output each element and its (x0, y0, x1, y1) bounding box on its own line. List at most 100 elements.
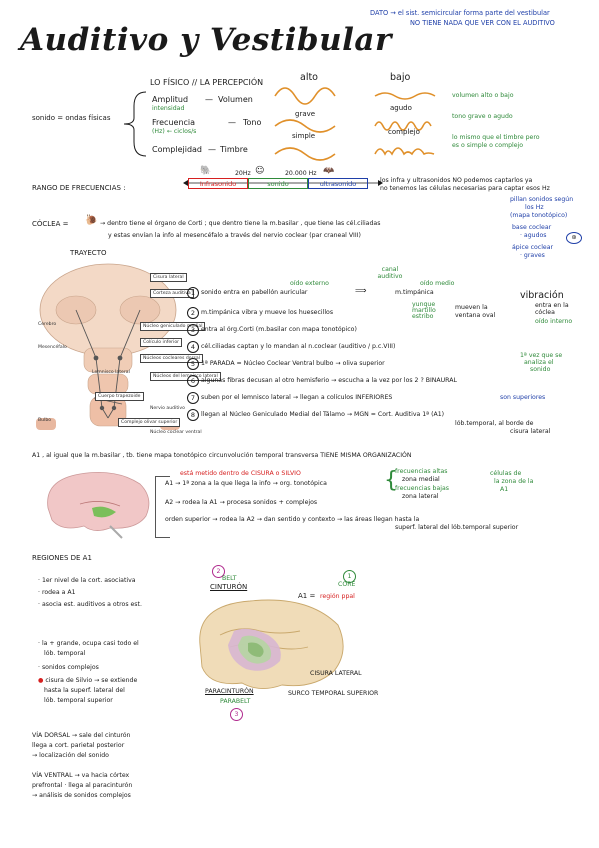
diag-nucleos-lemnisco: Núcleos del lemnisco lateral (150, 372, 221, 381)
snail-icon: 🐌 (85, 215, 98, 226)
brain-regions-diagram (199, 599, 344, 689)
wave-simple (274, 147, 336, 161)
box-ultrasonido: ultrasonido (308, 178, 368, 189)
row-frecuencia: Frecuencia (152, 118, 196, 127)
wave-agudo (374, 121, 432, 131)
orden-line: orden superior → rodea la A2 → dan senti… (165, 516, 420, 523)
rango-label: RANGO DE FRECUENCIAS : (32, 184, 126, 192)
sonido-ondas: sonido = ondas físicas (32, 114, 111, 122)
wave-alto (274, 87, 336, 105)
paracinturon-label: PARACINTURÓN (205, 688, 254, 695)
freq-altas-sub: zona medial (402, 476, 440, 483)
a2-line: A2 → rodea la A1 → procesa sonidos + com… (165, 499, 318, 506)
reg-list-2: · asocia est. auditivos a otros est. (38, 601, 142, 608)
coclea-side-6: · graves (520, 252, 545, 259)
vez-1: 1ª vez que se (520, 352, 563, 359)
belt-label: BELT (222, 575, 237, 582)
note-timbre-2: es o simple o complejo (452, 142, 524, 149)
reg2-3: ● cisura de Silvio → se extiende (38, 677, 137, 684)
a1-bracket (155, 476, 170, 538)
arrow-step-1: ⟹ (355, 286, 367, 295)
coclea-side-4: · agudos (520, 232, 547, 239)
dato-line-2: NO TIENE NADA QUE VER CON EL AUDITIVO (410, 19, 555, 27)
huesecillos: yunque martillo estribo (412, 301, 436, 320)
step-1: sonido entra en pabellón auricular (201, 289, 308, 296)
freq-bajas-sub: zona lateral (402, 493, 439, 500)
diag-mesencefalo: Mesencéfalo (38, 345, 67, 350)
coclea-side-2: (mapa tonotópico) (510, 212, 568, 219)
regiones-label: REGIONES DE A1 (32, 554, 92, 562)
surco-label: SURCO TEMPORAL SUPERIOR (288, 690, 379, 697)
reg2-2-text: sonidos complejos (41, 664, 99, 671)
rango-note-1: los infra y ultrasonidos NO podemos capt… (380, 177, 533, 184)
complejo-label: complejo (388, 128, 420, 136)
step-1-right: m.timpánica (395, 289, 434, 296)
row-tono: Tono (243, 118, 262, 127)
brace-icon (123, 91, 147, 157)
reg2-5: lób. temporal superior (44, 697, 113, 704)
label-oido-externo: oído externo (290, 280, 329, 287)
row-amplitud: Amplitud (152, 95, 189, 104)
a1-line: A1 → 1ª zona a la que llega la info → or… (165, 480, 327, 487)
arrow-2: — (228, 118, 236, 127)
a1-brace: { (384, 468, 398, 493)
ear-icon: ☺ (255, 166, 265, 176)
region-ppal: región ppal (320, 593, 355, 600)
diag-coliculo: Colículo inferior (140, 338, 183, 347)
a1-red: está metido dentro de CISURA o SILVIO (180, 470, 301, 477)
vibracion: vibración (520, 290, 564, 301)
a1-intro: A1 , al igual que la m.basilar , tb. tie… (32, 452, 412, 459)
diag-ngm: Núcleo geniculado medial (140, 322, 206, 331)
diag-olivar: Complejo olivar superior (118, 418, 181, 427)
orden-line-2: superf. lateral del lób.temporal superio… (395, 524, 519, 531)
coclea-side-3: base coclear (512, 224, 552, 231)
wave-bajo (374, 92, 436, 100)
bat-icon: 🦇 (323, 166, 335, 176)
coclea-side-1: los Hz (525, 204, 544, 211)
step-num-5: 5 (187, 358, 199, 370)
hz-20000: 20.000 Hz (285, 170, 317, 177)
via-ventral-2: prefrontal · llega al paracinturón (32, 782, 133, 789)
vez-2: analiza el (524, 359, 554, 366)
diag-bulbo: Bulbo (38, 418, 52, 423)
reg2-0: · la + grande, ocupa casi todo el (38, 640, 139, 647)
diag-lemnisco: Lemnisco lateral (92, 370, 130, 375)
arrow-1: — (205, 95, 213, 104)
coclea-label: CÓCLEA = (32, 220, 69, 228)
reg2-0-text: la + grande, ocupa casi todo el (41, 640, 139, 647)
step-5: 1ª PARADA = Núcleo Coclear Ventral bulbo… (201, 360, 385, 367)
note-tono: tono grave o agudo (452, 113, 513, 120)
step-8: llegan al Núcleo Geniculado Medial del T… (201, 411, 445, 418)
parabelt-label: PARABELT (220, 698, 251, 705)
reg2-1: lób. temporal (44, 650, 86, 657)
brain-a1-diagram (47, 471, 150, 539)
step-num-4: 4 (187, 341, 199, 353)
page-title: Auditivo y Vestibular (20, 22, 392, 58)
step-num-3: 3 (187, 324, 199, 336)
num-1: 1 (343, 570, 356, 583)
hz-20: 20Hz (235, 170, 251, 177)
diag-cisura-lateral: Cisura lateral (150, 273, 187, 282)
final-2: cisura lateral (510, 428, 551, 435)
via-dorsal-1: VÍA DORSAL → sale del cinturón (32, 732, 131, 739)
label-canal-auditivo: canal auditivo (377, 266, 403, 280)
alto-label: alto (300, 72, 318, 83)
label-oido-medio: oído medio (420, 280, 455, 287)
coclea-ref-icon: ⊛ (566, 232, 582, 244)
coclea-text-2: y estas envían la info al mesencéfalo a … (108, 232, 361, 239)
freq-bajas: frecuencias bajas (395, 485, 450, 492)
diag-coclear-ventral: Núcleo coclear ventral (150, 430, 202, 435)
reg-list-1-text: rodea a A1 (41, 589, 76, 596)
coclea-text-1: → dentro tiene el órgano de Corti ; que … (100, 220, 381, 227)
core-label: CORE (338, 581, 356, 588)
num-2: 2 (212, 565, 225, 578)
step-num-2: 2 (187, 307, 199, 319)
step-num-7: 7 (187, 392, 199, 404)
diag-nervio: Nervio auditivo (150, 406, 185, 411)
box-sonido: sonido (248, 178, 308, 189)
diag-trapezoide: Cuerpo trapezoide (95, 392, 144, 401)
via-ventral-3: → análisis de sonidos complejos (32, 792, 131, 799)
rango-note-2: no tenemos las células necesarias para c… (380, 185, 550, 192)
reg-list-0-text: 1er nivel de la cort. asociativa (41, 577, 136, 584)
cisura-label: CISURA LATERAL (310, 670, 362, 677)
